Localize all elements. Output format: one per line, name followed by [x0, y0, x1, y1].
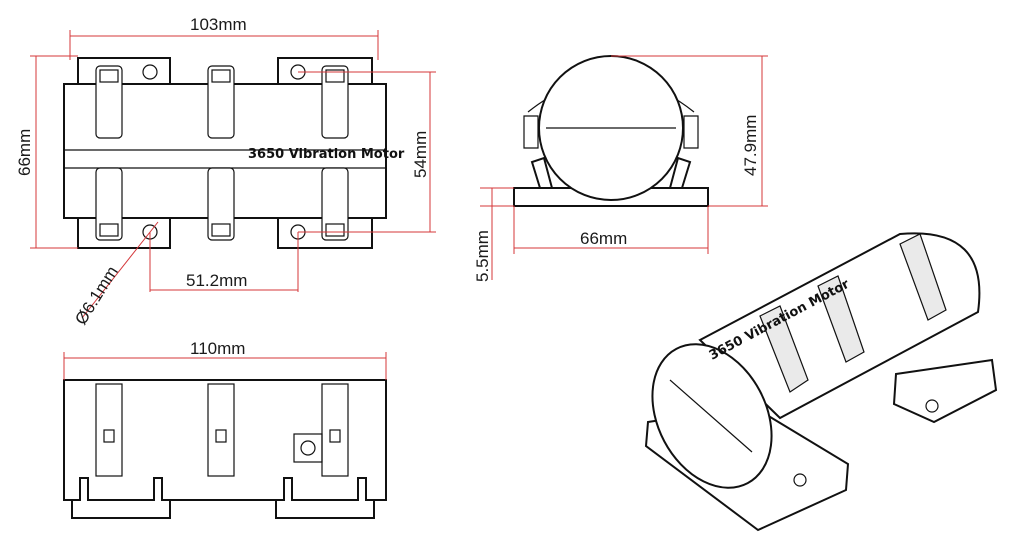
motor-name-label: 3650 Vibration Motor: [248, 147, 405, 162]
side-left-foot: [71, 477, 171, 519]
dim-right-height: 54mm: [411, 131, 430, 178]
dim-top-width: 103mm: [190, 15, 247, 34]
side-body: [63, 379, 387, 501]
side-right-foot: [275, 477, 375, 519]
mount-hole-tl: [142, 64, 158, 80]
front-view-dimensions: 47.9mm 66mm 5.5mm: [473, 55, 768, 282]
iso-end-cap: [651, 343, 773, 489]
isometric-view: 3650 Vibration Motor: [644, 232, 998, 532]
side-view-dimensions: 110mm: [63, 339, 387, 380]
front-view: [513, 55, 709, 207]
dim-front-width: 66mm: [580, 229, 627, 248]
side-view: [63, 379, 387, 519]
iso-far-base: [892, 358, 998, 424]
dim-left-height: 66mm: [15, 129, 34, 176]
dim-front-height: 47.9mm: [741, 115, 760, 176]
dim-base-height: 5.5mm: [473, 230, 492, 282]
dim-side-length: 110mm: [190, 339, 245, 358]
dim-hole-spacing: 51.2mm: [186, 271, 247, 290]
top-view: 3650 Vibration Motor: [63, 57, 405, 249]
dim-hole-diameter: Ø6.1mm: [71, 263, 122, 328]
